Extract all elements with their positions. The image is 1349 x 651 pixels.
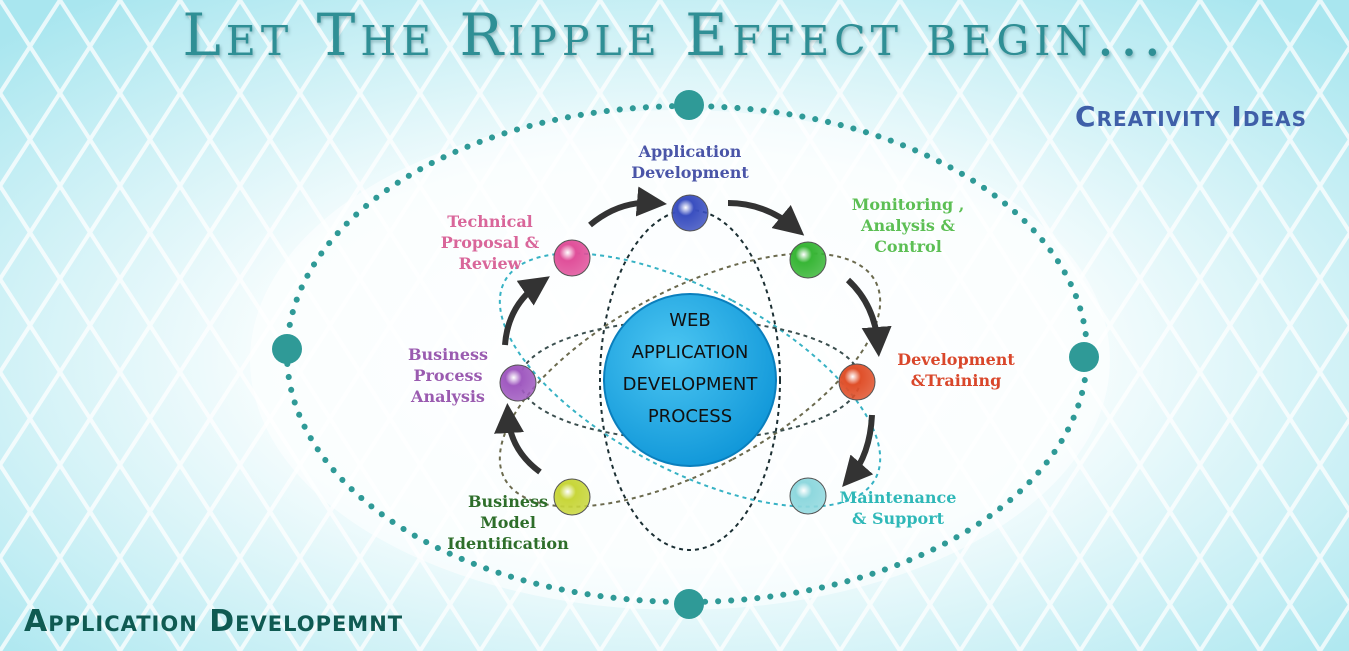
- step-label-line: Review: [458, 254, 522, 273]
- step-label-monitoring: Monitoring , Analysis & Control: [838, 194, 978, 257]
- step-node: [499, 364, 537, 402]
- flow-arrow-5: [494, 403, 542, 475]
- step-label-business-process: Business Process Analysis: [393, 344, 503, 407]
- step-label-line: Model: [480, 513, 536, 532]
- center-hub-label: WEB APPLICATION DEVELOPMENT PROCESS: [604, 305, 776, 433]
- ring-dot-bottom: [674, 589, 704, 619]
- step-label-line: Application: [638, 142, 742, 161]
- step-label-line: Process: [413, 366, 483, 385]
- step-node: [553, 239, 591, 277]
- step-node: [553, 478, 591, 516]
- step-label-line: &Training: [910, 371, 1002, 390]
- step-label-business-model: Business Model Identification: [438, 491, 578, 554]
- step-label-line: Proposal &: [440, 233, 540, 252]
- step-label-development-training: Development &Training: [886, 349, 1026, 391]
- ring-dot-right: [1069, 342, 1099, 372]
- center-hub: [603, 293, 777, 467]
- flow-arrows: [494, 186, 892, 488]
- orbit-tilt-right: [498, 252, 882, 508]
- page-title: Let The Ripple Effect begin...: [182, 1, 1167, 69]
- center-line: PROCESS: [647, 406, 733, 427]
- flow-arrow-6: [502, 276, 550, 346]
- step-label-line: Control: [874, 237, 942, 256]
- ring-dot-top: [674, 90, 704, 120]
- creativity-ideas-label: Creativity Ideas: [1075, 100, 1307, 133]
- step-label-line: Development: [631, 163, 749, 182]
- flow-arrow-3: [845, 277, 892, 357]
- step-label-line: Analysis: [411, 387, 485, 406]
- step-label-line: Development: [897, 350, 1015, 369]
- step-node: [838, 363, 876, 401]
- step-label-application-development: Application Development: [620, 141, 760, 183]
- step-label-line: Business: [467, 492, 549, 511]
- step-label-line: Identification: [447, 534, 569, 553]
- step-label-technical-proposal: Technical Proposal & Review: [420, 211, 560, 274]
- step-node: [671, 194, 709, 232]
- step-label-line: Business: [407, 345, 489, 364]
- step-label-maintenance: Maintenance & Support: [828, 487, 968, 529]
- step-label-line: Analysis &: [861, 216, 955, 235]
- ring-dot-left: [272, 334, 302, 364]
- step-label-line: Maintenance: [839, 488, 957, 507]
- center-line: APPLICATION: [631, 342, 749, 363]
- step-label-line: & Support: [851, 509, 945, 528]
- center-line: DEVELOPMENT: [622, 374, 758, 395]
- flow-arrow-2: [727, 200, 805, 236]
- step-label-line: Technical: [447, 212, 533, 231]
- step-node: [789, 241, 827, 279]
- flow-arrow-1: [588, 186, 667, 228]
- step-label-line: Monitoring ,: [851, 195, 965, 214]
- step-node: [789, 477, 827, 515]
- center-line: WEB: [669, 310, 711, 331]
- footer-label: Application Developemnt: [24, 604, 404, 639]
- orbit-tilt-left: [498, 252, 882, 508]
- flow-arrow-4: [842, 414, 875, 488]
